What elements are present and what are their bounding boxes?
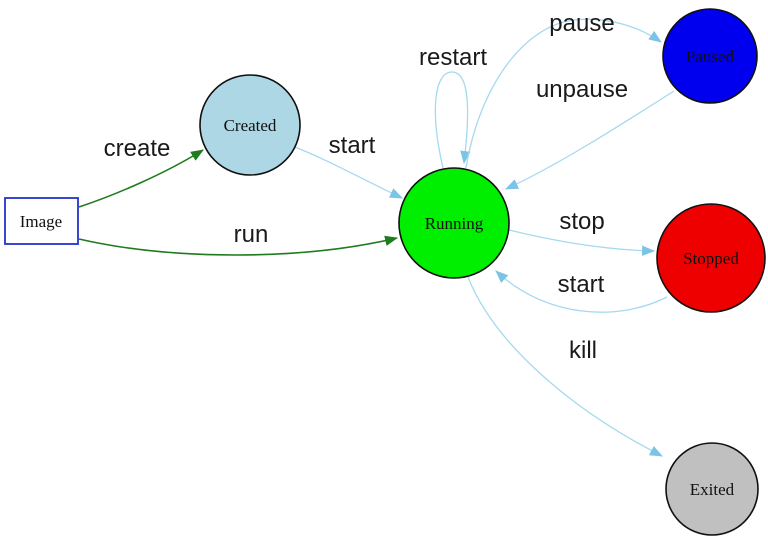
nodes-layer: Image Created Running Paused Stopped Exi…: [4, 8, 766, 536]
edge-restart-self-loop: [434, 71, 471, 169]
edge-start-stopped-running: [495, 270, 668, 313]
running-node-label: Running: [425, 214, 484, 233]
image-node-label: Image: [20, 212, 62, 231]
edge-label-unpause: unpause: [536, 76, 628, 103]
running-node-shape: [398, 167, 510, 279]
edge-unpause: [505, 90, 675, 190]
edge-label-kill: kill: [569, 337, 597, 364]
node-stopped: Stopped: [656, 203, 766, 313]
edge-label-pause: pause: [549, 10, 614, 37]
paused-node-label: Paused: [686, 47, 735, 66]
node-created: Created: [199, 74, 301, 176]
created-node-shape: [199, 74, 301, 176]
edge-stop: [508, 229, 656, 256]
created-node-label: Created: [224, 116, 277, 135]
edge-label-run: run: [234, 221, 269, 248]
edge-create: [78, 149, 204, 208]
image-node-shape: [4, 197, 79, 245]
paused-node-shape: [662, 8, 758, 104]
edge-labels-layer: create run start restart pause unpause s…: [104, 10, 628, 364]
edge-run: [78, 235, 399, 256]
node-exited: Exited: [665, 442, 759, 536]
edge-kill: [467, 276, 663, 457]
edge-label-restart: restart: [419, 44, 487, 71]
node-image: Image: [4, 197, 79, 245]
edge-label-stop: stop: [559, 208, 604, 235]
stopped-node-shape: [656, 203, 766, 313]
exited-node-shape: [665, 442, 759, 536]
edge-pause: [465, 18, 662, 169]
node-paused: Paused: [662, 8, 758, 104]
edge-start-created-running: [294, 146, 403, 199]
edge-label-start-2: start: [558, 271, 605, 298]
edge-label-create: create: [104, 135, 171, 162]
edge-label-start-1: start: [329, 132, 376, 159]
node-running: Running: [398, 167, 510, 279]
stopped-node-label: Stopped: [683, 249, 739, 268]
edges-layer: [78, 18, 675, 457]
exited-node-label: Exited: [690, 480, 735, 499]
